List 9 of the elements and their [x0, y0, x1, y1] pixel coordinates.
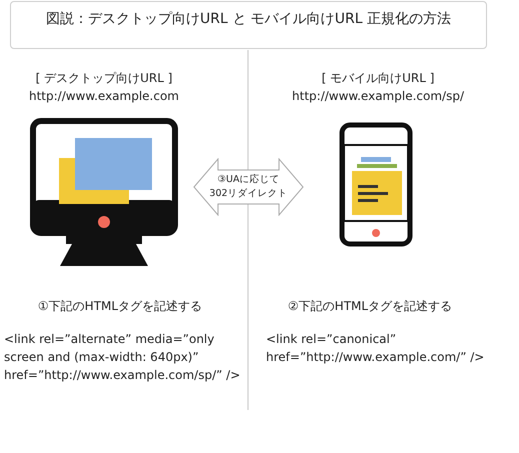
label-heading: [ デスクトップ向けURL ] [34, 70, 174, 87]
url-text: http://www.example.com/sp/ [291, 88, 465, 105]
title-box: 図説：デスクトップ向けURL と モバイル向けURL 正規化の方法 [10, 1, 487, 49]
step-text: ②下記のHTMLタグを記述する [286, 298, 454, 315]
code-text: <link rel=”alternate” media=”only screen and (max-width: 640px)” href=”http://www.example.com/sp/” /> [3, 331, 242, 384]
code-text: <link rel=”canonical” href=”http://www.example.com/” /> [265, 331, 486, 366]
url-text: http://www.example.com [28, 88, 180, 105]
step-text: ①下記のHTMLタグを記述する [36, 298, 204, 315]
label-heading: [ モバイル向けURL ] [320, 70, 436, 87]
